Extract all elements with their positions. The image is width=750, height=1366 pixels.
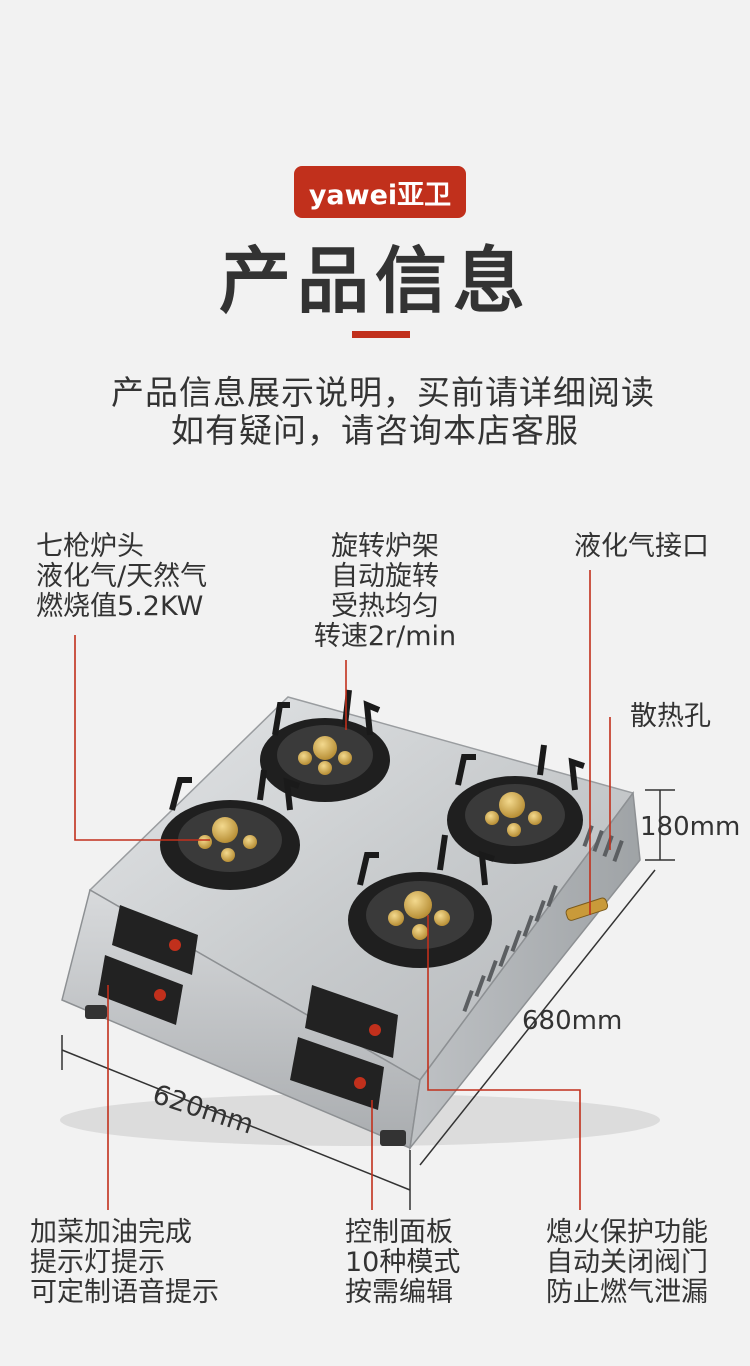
- gas-inlet-pipe: [565, 897, 609, 921]
- callout-rack-line: 转速2r/min: [313, 621, 457, 652]
- callout-gas-inlet: 液化气接口: [574, 532, 709, 562]
- callout-control-panel: 控制面板 10种模式 按需编辑: [345, 1218, 460, 1308]
- callout-flameout: 熄火保护功能 自动关闭阀门 防止燃气泄漏: [546, 1218, 708, 1308]
- title-divider: [352, 331, 410, 338]
- burner-front: [348, 834, 495, 968]
- vent-slots: [462, 825, 624, 1013]
- callout-rack-line: 自动旋转: [331, 561, 439, 592]
- burner-right: [447, 744, 585, 864]
- callout-prompt-light: 加菜加油完成 提示灯提示 可定制语音提示: [30, 1218, 219, 1308]
- foot: [380, 1130, 406, 1146]
- callout-burner-line: 燃烧值5.2KW: [36, 591, 204, 622]
- callout-control-line: 控制面板: [345, 1217, 453, 1248]
- stove-side-right: [408, 791, 641, 1151]
- callout-control-line: 10种模式: [345, 1247, 461, 1278]
- callout-rack-line: 受热均匀: [331, 591, 439, 622]
- callout-prompt-line: 加菜加油完成: [30, 1217, 192, 1248]
- callout-flameout-line: 防止燃气泄漏: [546, 1277, 708, 1308]
- callout-control-line: 按需编辑: [345, 1277, 453, 1308]
- callout-burner: 七枪炉头 液化气/天然气 燃烧值5.2KW: [36, 532, 207, 622]
- callout-prompt-line: 提示灯提示: [30, 1247, 165, 1278]
- callout-lines: [74, 570, 611, 1210]
- dimension-lines: [61, 789, 675, 1210]
- callout-vent-line: 散热孔: [630, 701, 711, 732]
- intro-line-1: 产品信息展示说明，买前请详细阅读: [111, 373, 655, 412]
- callout-rack-line: 旋转炉架: [331, 531, 439, 562]
- callout-burner-line: 七枪炉头: [36, 531, 144, 562]
- dimension-depth: 680mm: [522, 1006, 623, 1036]
- intro-line-2: 如有疑问，请咨询本店客服: [171, 411, 579, 450]
- brand-badge: yawei亚卫: [294, 166, 466, 218]
- control-panel-left: [98, 905, 198, 1025]
- dimension-height: 180mm: [640, 812, 741, 842]
- control-panel-right: [290, 985, 398, 1110]
- callout-flameout-line: 熄火保护功能: [546, 1217, 708, 1248]
- callout-gas-line: 液化气接口: [574, 531, 709, 562]
- callout-burner-line: 液化气/天然气: [36, 561, 208, 592]
- callout-flameout-line: 自动关闭阀门: [546, 1247, 708, 1278]
- callout-vent: 散热孔: [630, 702, 711, 732]
- callout-rotating-rack: 旋转炉架 自动旋转 受热均匀 转速2r/min: [300, 532, 470, 652]
- page-title: 产品信息: [218, 239, 531, 323]
- burner-left: [160, 769, 300, 890]
- foot: [85, 1005, 107, 1019]
- callout-prompt-line: 可定制语音提示: [30, 1277, 219, 1308]
